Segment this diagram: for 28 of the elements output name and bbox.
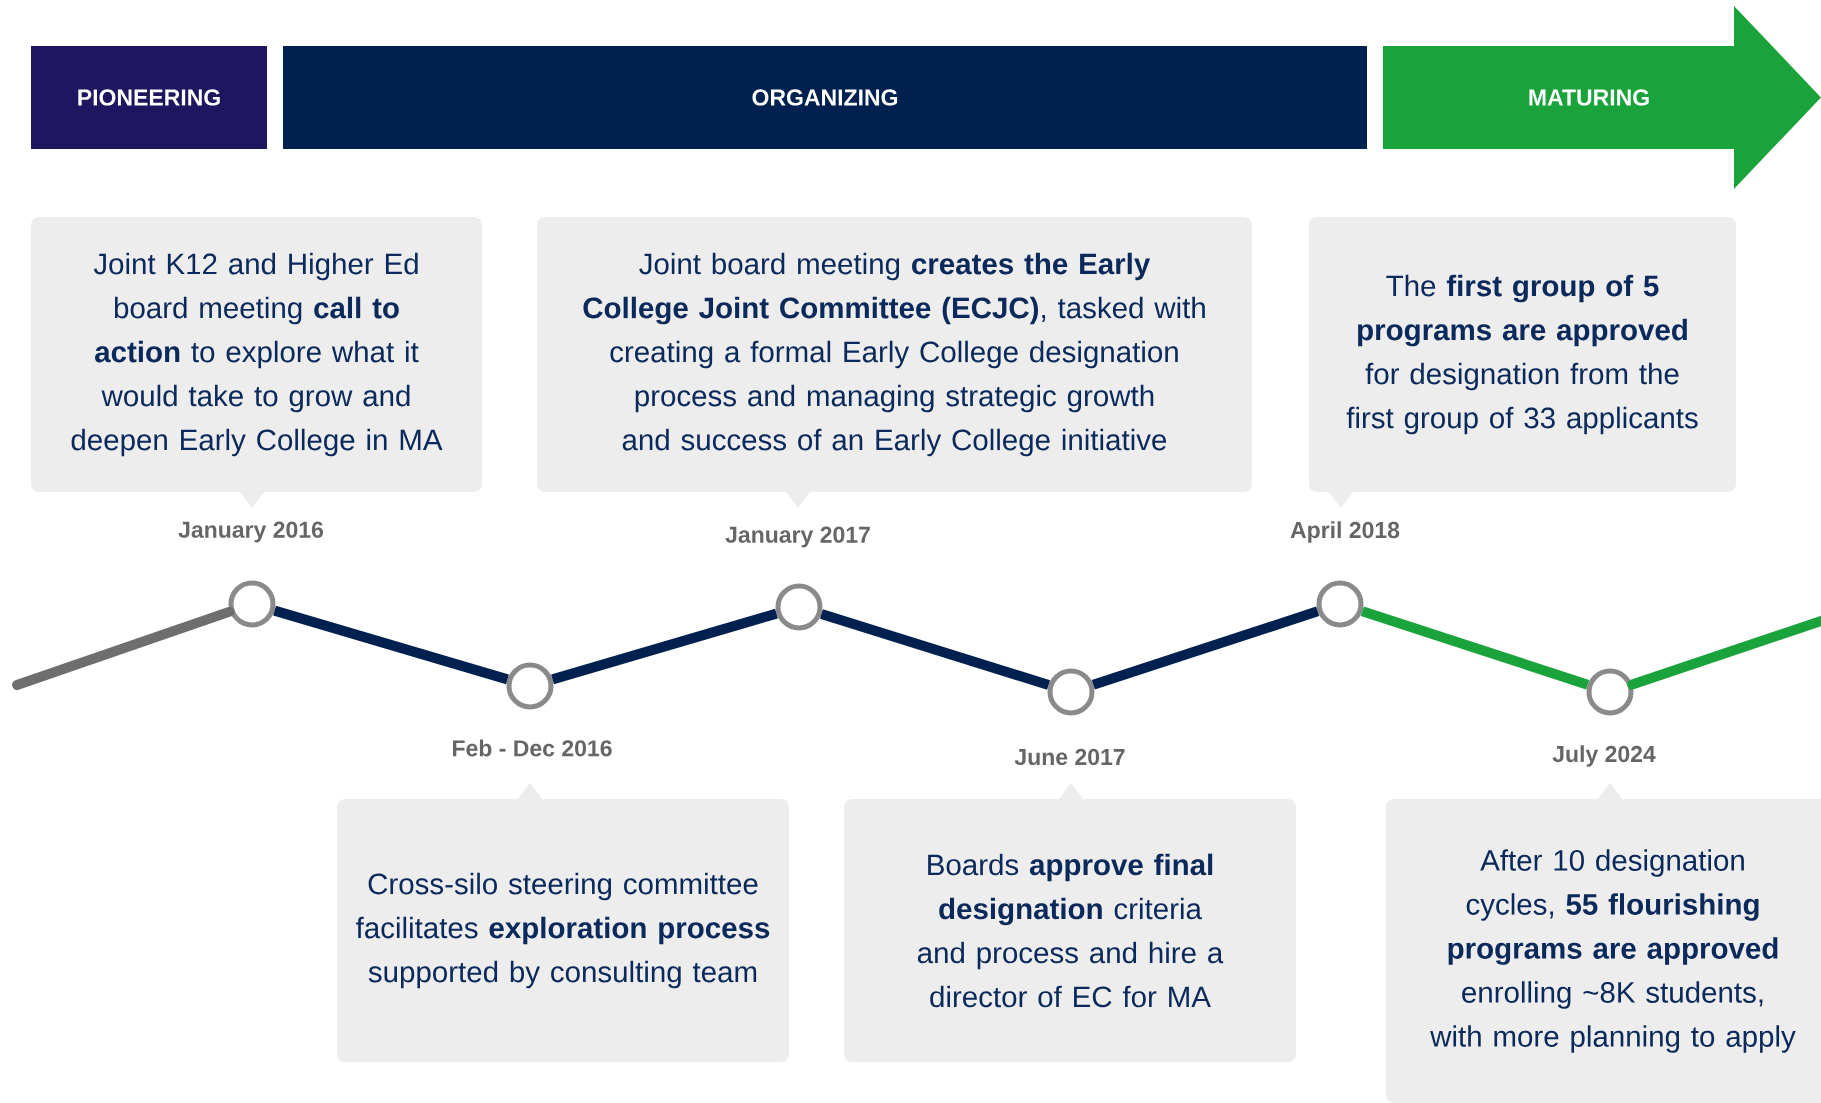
callout-box: Boards approve final designation criteria and process and hire a director of EC for MA xyxy=(844,783,1296,1062)
timeline-marker xyxy=(1586,668,1634,716)
timeline-line xyxy=(551,608,778,685)
phase-bar: ORGANIZING xyxy=(283,46,1367,149)
callout-box: After 10 designation cycles, 55 flourishing programs are approved enrolling ~8K students, with more planning to apply xyxy=(1386,783,1821,1103)
timeline-marker xyxy=(1047,668,1095,716)
date-label: April 2018 xyxy=(1290,521,1400,543)
callout-box: The first group of 5 programs are approved for designation from the first group of 33 applicants xyxy=(1309,217,1736,508)
phase-bar: PIONEERING xyxy=(31,46,267,149)
date-label: June 2017 xyxy=(1014,748,1125,766)
timeline-line xyxy=(1091,606,1320,690)
timeline-marker xyxy=(775,583,823,631)
timeline-marker xyxy=(1316,580,1364,628)
phase-banner: MATURING xyxy=(1383,6,1821,189)
date-label: January 2016 xyxy=(178,521,324,543)
timeline-line xyxy=(819,609,1051,690)
callout-box: Joint board meeting creates the Early College Joint Committee (ECJC), tasked with creating a formal Early College designation process and managing strategic growth and success of an Early College initiative xyxy=(537,217,1252,508)
callout-box: Cross-silo steering committee facilitates exploration process supported by consulting team xyxy=(337,783,789,1062)
timeline-line xyxy=(1627,613,1821,690)
date-label: January 2017 xyxy=(725,526,870,548)
timeline-line xyxy=(12,606,235,690)
timeline-line xyxy=(1360,606,1590,690)
timeline-line xyxy=(273,605,509,685)
timeline-marker xyxy=(506,662,554,710)
date-label: July 2024 xyxy=(1552,745,1656,767)
callout-box: Joint K12 and Higher Ed board meeting call to action to explore what it would take to grow and deepen Early College in MA xyxy=(31,217,482,508)
timeline-marker xyxy=(228,580,276,628)
date-label: Feb - Dec 2016 xyxy=(453,739,612,757)
